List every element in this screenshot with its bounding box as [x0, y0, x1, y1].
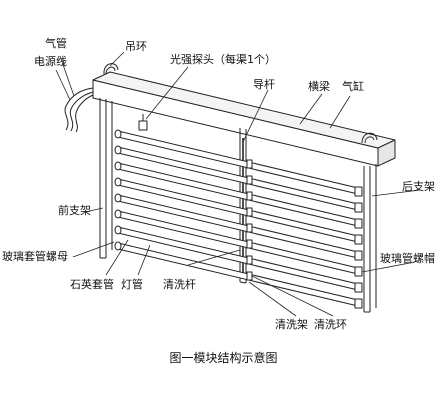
- label-lifting-ring: 吊环: [125, 40, 147, 53]
- label-quartz-sleeve: 石英套管: [70, 278, 114, 291]
- label-rear-bracket: 后支架: [402, 180, 435, 193]
- label-glass-sleeve-nut: 玻璃套管螺母: [2, 250, 68, 263]
- label-light-probe: 光强探头（每渠1个）: [170, 53, 276, 66]
- label-lamp-tube: 灯管: [121, 278, 143, 291]
- lamp-tubes: [117, 130, 359, 307]
- label-glass-tube-cap: 玻璃管螺帽: [380, 252, 435, 265]
- label-crossbeam: 横梁: [308, 80, 330, 93]
- lifting-ring: [103, 63, 119, 75]
- label-cleaning-frame: 清洗架: [275, 318, 308, 331]
- label-cleaning-ring: 清洗环: [314, 318, 347, 331]
- glass-sleeve-nuts-front: [114, 129, 122, 251]
- light-probe: [138, 114, 148, 131]
- glass-tube-caps-rear: [354, 186, 363, 309]
- leader-lines: [55, 51, 421, 317]
- lifting-ring-right: [361, 132, 378, 144]
- figure-caption: 图一模块结构示意图: [169, 351, 278, 365]
- front-bracket: [99, 98, 113, 259]
- cleaning-rings: [246, 159, 253, 281]
- air-pipe: [64, 87, 94, 132]
- label-cleaning-rod: 清洗杆: [163, 278, 196, 291]
- label-power-cable: 电源线: [34, 55, 67, 68]
- label-cylinder: 气缸: [342, 80, 364, 93]
- rear-bracket: [363, 164, 377, 313]
- label-guide-rod: 导杆: [253, 78, 275, 91]
- power-cable: [75, 94, 94, 133]
- label-air-pipe: 气管: [45, 37, 67, 50]
- label-front-bracket: 前支架: [58, 204, 91, 217]
